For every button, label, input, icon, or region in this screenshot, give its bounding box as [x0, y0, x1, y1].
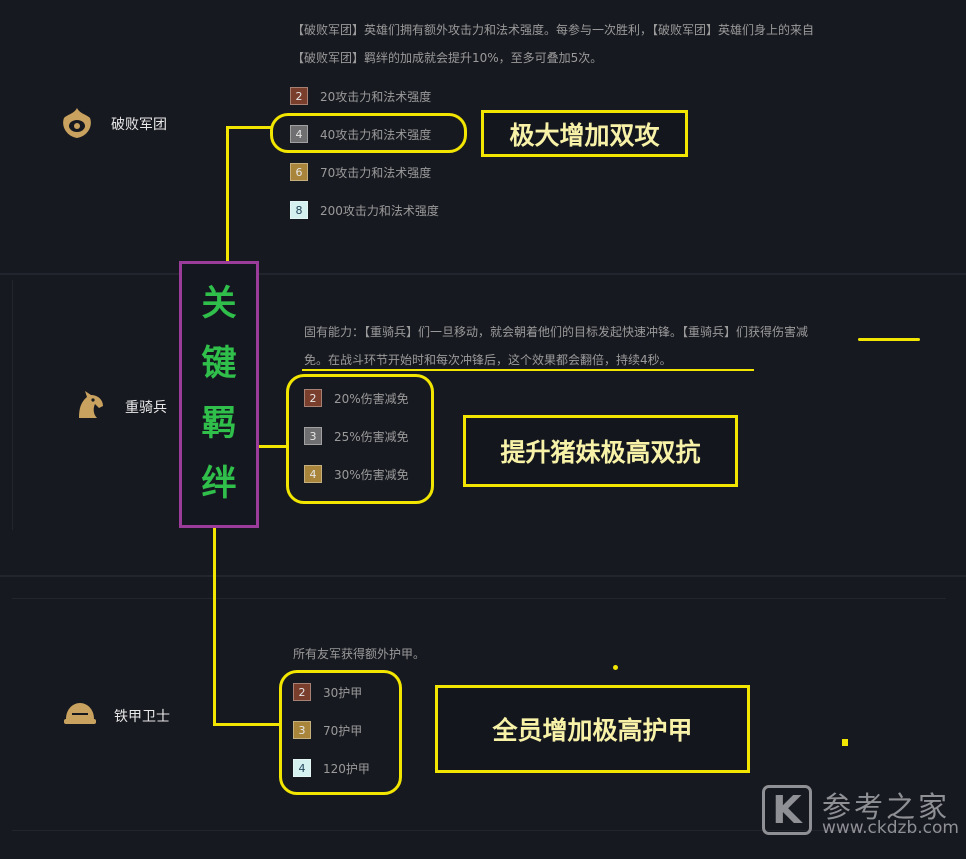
tier-bonus-text: 70攻击力和法术强度 [320, 165, 432, 180]
key-synergy-box: 关 键 羁 绊 [179, 261, 259, 528]
section-divider [12, 598, 946, 599]
annotation-highlight-oval [286, 374, 434, 504]
annotation-callout: 提升猪妹极高双抗 [463, 415, 738, 487]
tier-row: 2 20%伤害减免 [304, 388, 409, 408]
annotation-connector [257, 445, 289, 448]
tier-row: 6 70攻击力和法术强度 [290, 162, 431, 182]
tier-count-badge: 8 [290, 201, 308, 219]
tier-row: 2 20攻击力和法术强度 [290, 86, 431, 106]
trait-name: 铁甲卫士 [114, 709, 170, 725]
watermark-text: 参考之家 [822, 790, 951, 824]
tier-count-badge: 2 [290, 87, 308, 105]
annotation-highlight-oval [270, 113, 467, 153]
tier-row: 3 70护甲 [293, 720, 362, 740]
tier-bonus-text: 70护甲 [323, 723, 363, 738]
tier-row: 8 200攻击力和法术强度 [290, 200, 439, 220]
tier-bonus-text: 200攻击力和法术强度 [320, 203, 439, 218]
annotation-connector [226, 126, 229, 263]
tier-count-badge: 2 [293, 683, 311, 701]
trait-name: 重骑兵 [125, 400, 167, 416]
section-divider [0, 273, 966, 275]
tier-row: 4 30%伤害减免 [304, 464, 409, 484]
tier-bonus-text: 120护甲 [323, 761, 370, 776]
tier-count-badge: 3 [293, 721, 311, 739]
watermark-url: www.ckdzb.com [822, 818, 959, 838]
annotation-dot [842, 739, 848, 746]
tier-count-badge: 4 [293, 759, 311, 777]
key-synergy-char: 关 [201, 284, 237, 324]
trait-description-line: 【破败军团】英雄们拥有额外攻击力和法术强度。每参与一次胜利，【破败军团】英雄们身… [292, 23, 815, 37]
annotation-connector [213, 723, 281, 726]
horse-head-icon [79, 391, 103, 418]
tier-bonus-text: 30%伤害减免 [334, 467, 409, 482]
section-divider [0, 575, 966, 577]
annotation-highlight-oval [279, 670, 402, 795]
trait-description-line: 免。在战斗环节开始时和每次冲锋后，这个效果都会翻倍，持续4秒。 [304, 353, 672, 367]
tier-bonus-text: 40攻击力和法术强度 [320, 127, 432, 142]
key-synergy-char: 羁 [201, 404, 237, 444]
annotation-callout: 全员增加极高护甲 [435, 685, 750, 773]
key-synergy-char: 键 [201, 344, 237, 384]
annotation-connector [213, 526, 216, 726]
tier-count-badge: 4 [304, 465, 322, 483]
trait-description-line: 所有友军获得额外护甲。 [293, 647, 426, 661]
annotation-dot [613, 665, 618, 670]
tier-count-badge: 4 [290, 125, 308, 143]
annotation-callout: 极大增加双攻 [481, 110, 688, 157]
tier-row: 4 40攻击力和法术强度 [290, 124, 431, 144]
tier-bonus-text: 30护甲 [323, 685, 363, 700]
tier-bonus-text: 25%伤害减免 [334, 429, 409, 444]
tier-bonus-text: 20攻击力和法术强度 [320, 89, 432, 104]
tier-row: 4 120护甲 [293, 758, 370, 778]
tier-bonus-text: 20%伤害减免 [334, 391, 409, 406]
tier-row: 2 30护甲 [293, 682, 362, 702]
tier-count-badge: 3 [304, 427, 322, 445]
watermark-logo: K [762, 785, 812, 835]
annotation-underline [858, 338, 920, 341]
tier-count-badge: 6 [290, 163, 308, 181]
trait-description-line: 固有能力：【重骑兵】们一旦移动，就会朝着他们的目标发起快速冲锋。【重骑兵】们获得… [304, 325, 809, 339]
tier-count-badge: 2 [304, 389, 322, 407]
section-divider [12, 830, 946, 831]
helmet-icon [64, 703, 96, 724]
tier-row: 3 25%伤害减免 [304, 426, 409, 446]
annotation-connector [226, 126, 272, 129]
ruined-legion-icon [63, 108, 91, 138]
trait-name: 破败军团 [111, 117, 167, 133]
section-divider [12, 280, 13, 530]
annotation-underline [302, 369, 754, 371]
key-synergy-char: 绊 [201, 464, 237, 504]
trait-description-line: 【破败军团】羁绊的加成就会提升10%，至多可叠加5次。 [292, 51, 603, 65]
